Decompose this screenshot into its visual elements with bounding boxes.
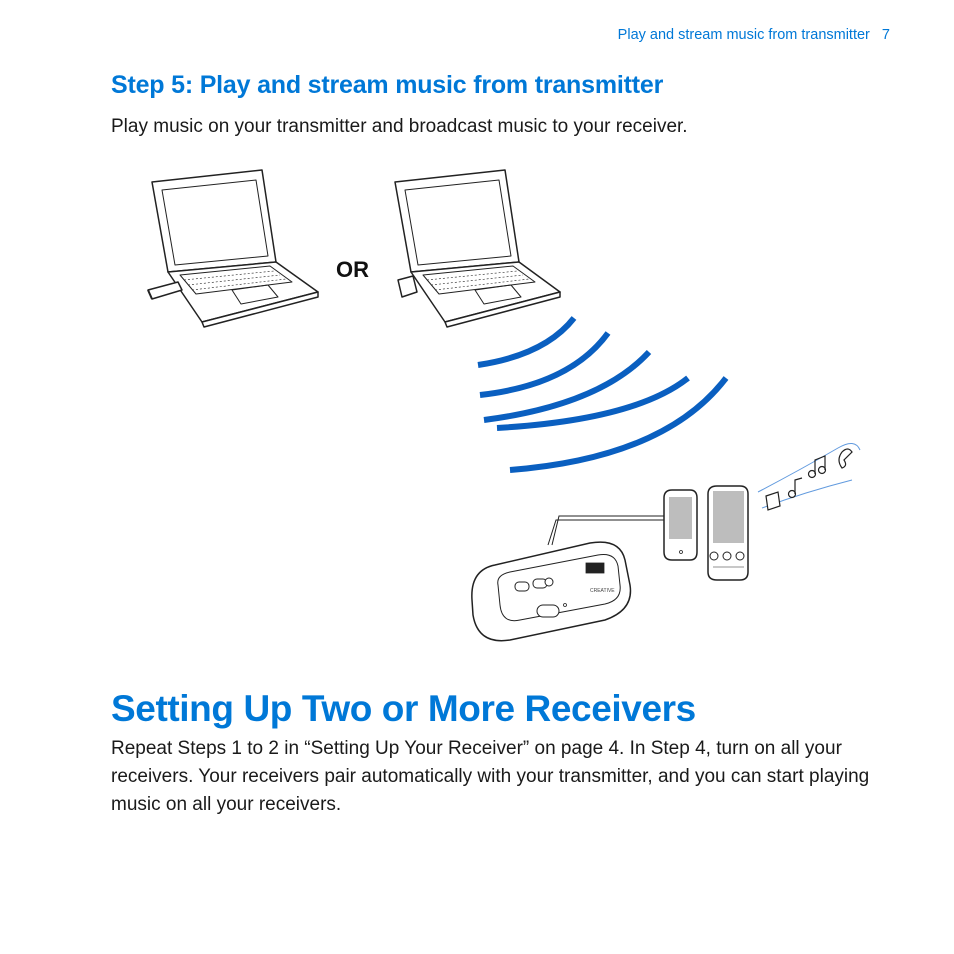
speaker-right-icon: [707, 485, 749, 581]
step-intro-text: Play music on your transmitter and broad…: [111, 116, 688, 137]
section-body-text: Repeat Steps 1 to 2 in “Setting Up Your …: [111, 738, 870, 815]
wireless-signal-waves: [477, 316, 729, 473]
audio-cable: [547, 515, 666, 546]
laptop-left-icon: [147, 169, 319, 328]
running-header: Play and stream music from transmitter 7: [618, 27, 890, 43]
running-header-title: Play and stream music from transmitter: [617, 27, 870, 43]
section-heading: Setting Up Two or More Receivers: [111, 688, 696, 729]
page-number: 7: [881, 27, 890, 43]
receiver-device-icon: CREATIVE: [471, 541, 632, 642]
step-heading: Step 5: Play and stream music from trans…: [111, 71, 664, 99]
speaker-left-icon: [663, 489, 698, 561]
or-label: OR: [336, 257, 369, 282]
laptop-right-icon: [394, 169, 561, 328]
device-brand-label: CREATIVE: [590, 588, 615, 594]
music-notes-icon: [757, 443, 861, 511]
